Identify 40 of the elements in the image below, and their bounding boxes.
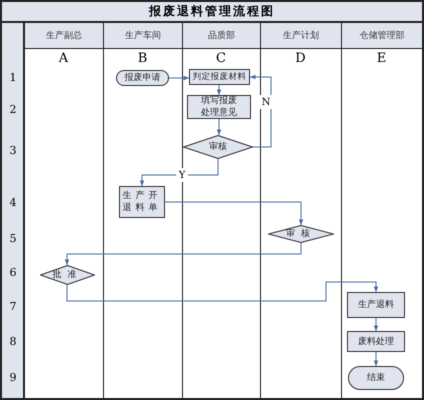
title: 报废退料管理流程图 bbox=[0, 0, 424, 23]
row-number: 9 bbox=[8, 370, 18, 385]
row-number: 1 bbox=[8, 70, 18, 85]
row-number: 3 bbox=[8, 142, 18, 158]
decision-diamond: 审核 bbox=[183, 135, 253, 159]
row-number: 8 bbox=[8, 334, 18, 349]
arrow bbox=[374, 352, 378, 366]
process-box: 填写报废处理意见 bbox=[187, 95, 251, 119]
arrow bbox=[66, 282, 378, 302]
process-box: 生产退料 bbox=[347, 292, 405, 318]
row-number: 2 bbox=[8, 102, 18, 117]
arrow bbox=[250, 74, 272, 148]
lane-letter: D bbox=[294, 50, 307, 66]
lane-header: 仓储管理部 bbox=[341, 23, 424, 49]
lane-letter: E bbox=[376, 50, 388, 66]
decision-diamond: 审核 bbox=[268, 225, 334, 243]
process-box: 生产开退料单 bbox=[119, 186, 165, 218]
decision-diamond: 批准 bbox=[40, 265, 95, 285]
edge-label: N bbox=[260, 95, 272, 109]
lane-header: 生产车间 bbox=[103, 23, 183, 49]
arrow bbox=[164, 202, 304, 226]
lane-letter: C bbox=[215, 50, 227, 66]
process-box: 判定报废材料 bbox=[189, 69, 250, 85]
process-box: 废料处理 bbox=[347, 331, 405, 352]
lane-header: 品质部 bbox=[182, 23, 261, 49]
lane-header: 生产计划 bbox=[260, 23, 342, 49]
row-number: 5 bbox=[8, 230, 18, 246]
row-number: 7 bbox=[8, 298, 18, 314]
arrow bbox=[140, 158, 218, 186]
arrow bbox=[216, 84, 222, 96]
lane-letter: A bbox=[58, 50, 70, 66]
lane-header: 生产副总 bbox=[24, 23, 104, 49]
arrow bbox=[374, 318, 378, 332]
arrow bbox=[64, 242, 302, 266]
arrow bbox=[168, 76, 190, 80]
lane-letter: B bbox=[136, 50, 148, 66]
row-number: 4 bbox=[8, 194, 18, 210]
edge-label: Y bbox=[176, 168, 188, 182]
arrow bbox=[216, 118, 222, 136]
row-number: 6 bbox=[8, 264, 18, 280]
